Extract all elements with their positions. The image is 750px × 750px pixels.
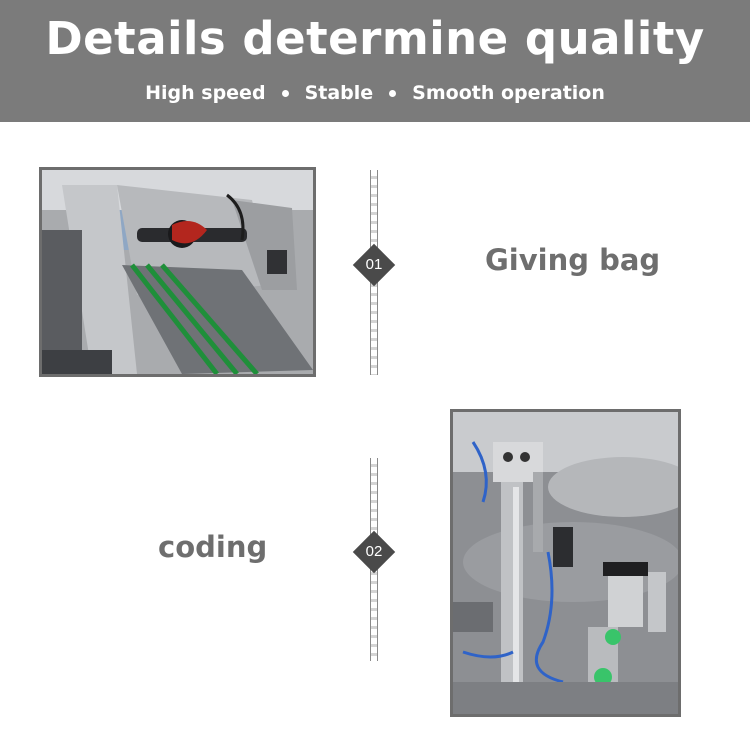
page-title: Details determine quality — [45, 12, 705, 65]
header-banner: Details determine quality High speed Stab… — [0, 0, 750, 122]
giving-bag-photo — [39, 167, 316, 377]
feature-smooth-operation: Smooth operation — [412, 82, 605, 104]
step-marker-01: 01 — [352, 243, 396, 287]
feature-stable: Stable — [304, 82, 374, 104]
bullet-icon — [389, 90, 397, 97]
feature-high-speed: High speed — [145, 82, 266, 104]
feature-list: High speed Stable Smooth operation — [0, 82, 750, 104]
bullet-icon — [281, 90, 289, 97]
step-marker-02: 02 — [352, 530, 396, 574]
step-label-giving-bag: Giving bag — [485, 243, 661, 277]
coding-photo — [450, 409, 681, 717]
step-number: 02 — [365, 543, 383, 560]
step-number: 01 — [365, 256, 383, 273]
step-label-coding: coding — [158, 530, 268, 564]
